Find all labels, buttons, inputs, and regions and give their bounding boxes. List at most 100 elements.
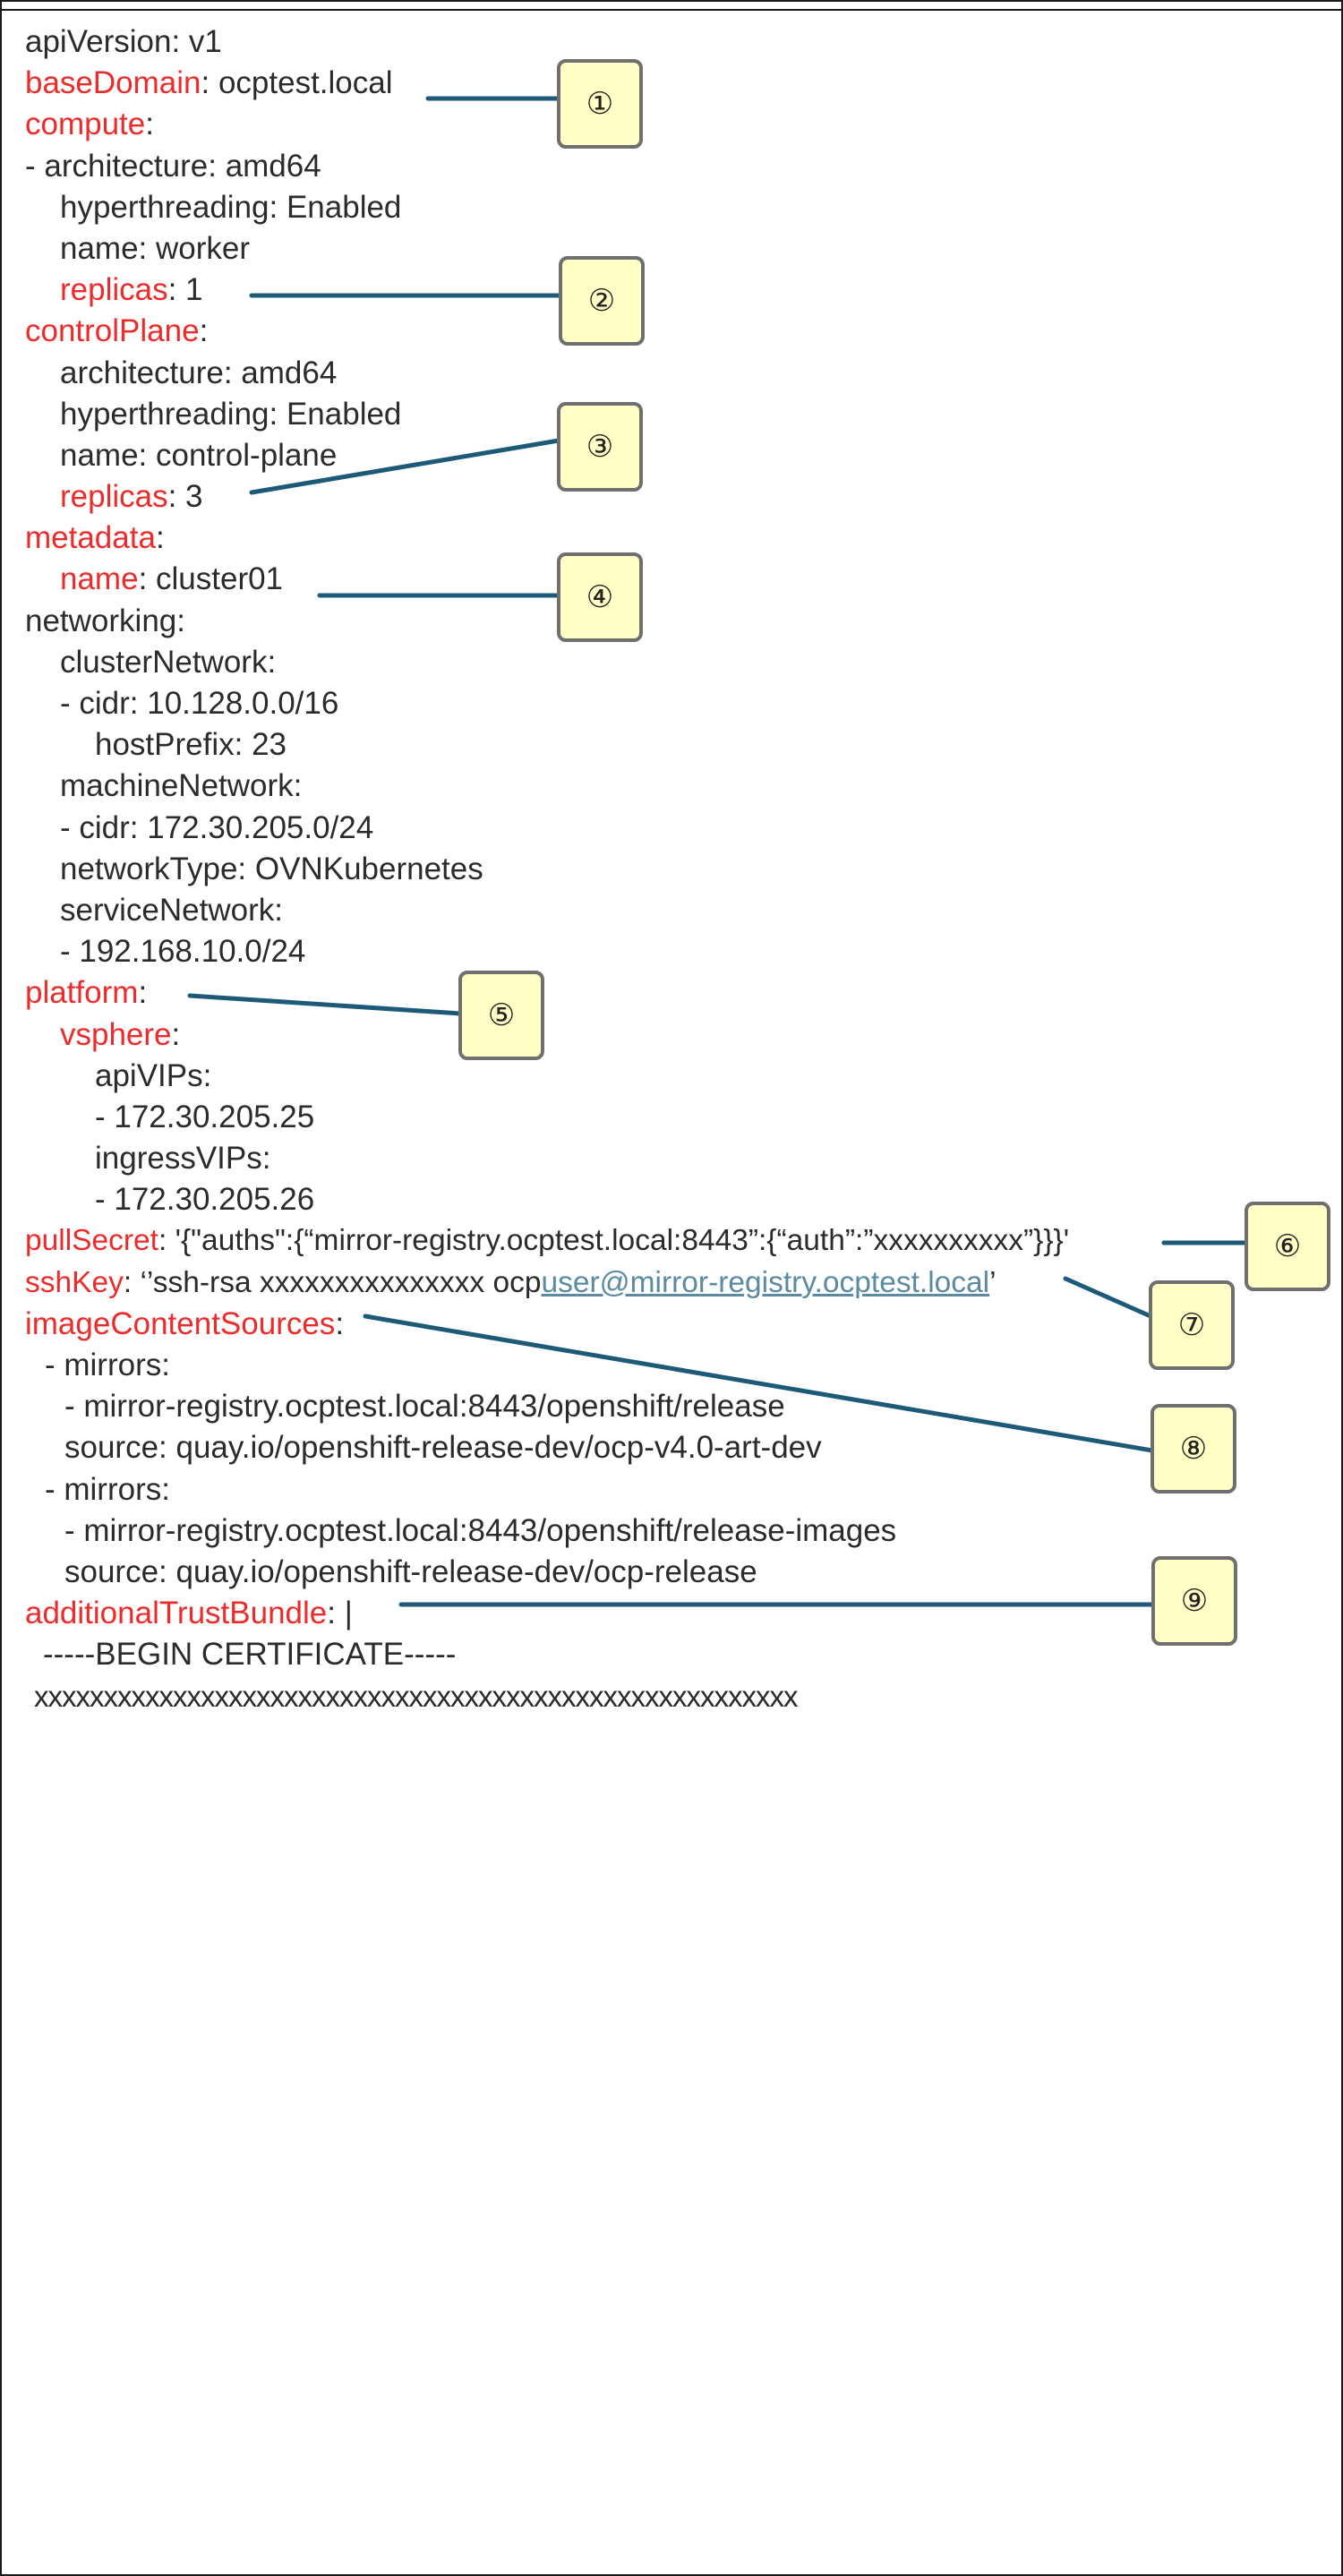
line-text: - mirror-registry.ocptest.local:8443/ope… (64, 1512, 897, 1548)
line-text: hyperthreading: Enabled (60, 396, 402, 432)
line-text: serviceNetwork: (60, 892, 283, 928)
yaml-line-networking: networking: (25, 601, 1069, 642)
line-text: architecture: amd64 (60, 355, 338, 390)
yaml-line-compute-hyperthreading: hyperthreading: Enabled (25, 187, 1069, 228)
line-text: source: quay.io/openshift-release-dev/oc… (64, 1430, 822, 1466)
yaml-line-mirror-1: - mirror-registry.ocptest.local:8443/ope… (25, 1386, 1069, 1427)
yaml-key-sshkey: sshKey (25, 1265, 124, 1299)
line-text: networkType: OVNKubernetes (60, 851, 483, 886)
callout-7: ⑦ (1149, 1280, 1235, 1370)
yaml-line-clusternetwork-cidr: - cidr: 10.128.0.0/16 (25, 683, 1069, 724)
yaml-line-pullsecret: pullSecret: '{"auths":{“mirror-registry.… (25, 1220, 1069, 1262)
callout-1: ① (557, 59, 643, 149)
callout-5: ⑤ (458, 971, 544, 1060)
line-text: - cidr: 10.128.0.0/16 (60, 686, 339, 721)
yaml-line-sshkey: sshKey: ‘’ssh-rsa xxxxxxxxxxxxxxx ocpuse… (25, 1262, 1069, 1304)
line-text: machineNetwork: (60, 768, 303, 804)
yaml-line-begin-certificate: -----BEGIN CERTIFICATE----- (25, 1634, 1069, 1675)
yaml-key-controlplane: controlPlane (25, 313, 200, 349)
email-link[interactable]: user@mirror-registry.ocptest.local (541, 1265, 990, 1299)
line-text: hyperthreading: Enabled (60, 189, 402, 225)
yaml-line-additionaltrustbundle: additionalTrustBundle: | (25, 1593, 1069, 1634)
yaml-key-compute: compute (25, 107, 146, 142)
yaml-key-additionaltrustbundle: additionalTrustBundle (25, 1596, 328, 1631)
line-text: - mirror-registry.ocptest.local:8443/ope… (64, 1389, 785, 1425)
leader-line-3 (249, 438, 561, 495)
yaml-line-metadata-name: name: cluster01 (25, 559, 1069, 600)
yaml-line-cp-architecture: architecture: amd64 (25, 353, 1069, 394)
callout-3: ③ (557, 402, 643, 492)
yaml-line-platform: platform: (25, 972, 1069, 1014)
line-text: : (199, 313, 209, 349)
line-text: : cluster01 (138, 561, 284, 597)
line-text: networking: (25, 603, 185, 638)
yaml-line-cp-name: name: control-plane (25, 435, 1069, 476)
yaml-line-mirrors-1: - mirrors: (25, 1345, 1069, 1386)
yaml-line-machinenetwork: machineNetwork: (25, 766, 1069, 807)
yaml-key-vsphere: vsphere (60, 1016, 172, 1052)
yaml-key-basedomain: baseDomain (25, 65, 201, 101)
line-text: - mirrors: (45, 1348, 170, 1382)
yaml-line-compute: compute: (25, 104, 1069, 145)
line-text: - mirrors: (45, 1471, 170, 1507)
yaml-line-hostprefix: hostPrefix: 23 (25, 724, 1069, 766)
yaml-line-cp-hyperthreading: hyperthreading: Enabled (25, 394, 1069, 435)
line-text: : (145, 107, 154, 142)
line-text: : ‘’ssh-rsa xxxxxxxxxxxxxxx ocp (123, 1265, 542, 1299)
line-text: apiVIPs: (95, 1057, 212, 1093)
yaml-line-cp-replicas: replicas: 3 (25, 476, 1069, 518)
yaml-line-imagecontentsources: imageContentSources: (25, 1304, 1069, 1345)
yaml-line-metadata: metadata: (25, 518, 1069, 559)
leader-line-5 (187, 993, 463, 1016)
line-text: - architecture: amd64 (25, 148, 321, 184)
yaml-key-name: name (60, 561, 139, 597)
line-text: : (335, 1305, 345, 1341)
line-text: hostPrefix: 23 (95, 727, 287, 763)
line-text: source: quay.io/openshift-release-dev/oc… (64, 1553, 757, 1589)
line-text: : (138, 975, 148, 1011)
line-text: name: worker (60, 230, 251, 266)
line-text: - 172.30.205.25 (95, 1099, 315, 1134)
yaml-key-replicas: replicas (60, 272, 168, 308)
yaml-line-clusternetwork: clusterNetwork: (25, 642, 1069, 683)
yaml-line-servicenetwork-value: - 192.168.10.0/24 (25, 931, 1069, 972)
yaml-key-replicas: replicas (60, 479, 168, 515)
yaml-line-controlplane: controlPlane: (25, 311, 1069, 352)
callout-2: ② (559, 256, 645, 346)
yaml-line-source-1: source: quay.io/openshift-release-dev/oc… (25, 1427, 1069, 1468)
yaml-line-basedomain: baseDomain: ocptest.local (25, 63, 1069, 104)
callout-9: ⑨ (1151, 1556, 1237, 1646)
yaml-line-apiversion: apiVersion: v1 (25, 21, 1069, 63)
line-text: ’ (989, 1265, 997, 1299)
line-text: apiVersion: v1 (25, 24, 222, 59)
yaml-line-ingressvips: ingressVIPs: (25, 1138, 1069, 1179)
line-text: - 172.30.205.26 (95, 1182, 315, 1218)
line-text: - 192.168.10.0/24 (60, 934, 306, 970)
line-text: ingressVIPs: (95, 1141, 271, 1177)
yaml-line-apivips: apiVIPs: (25, 1056, 1069, 1097)
yaml-line-apivips-value: - 172.30.205.25 (25, 1097, 1069, 1138)
yaml-key-imagecontentsources: imageContentSources (25, 1305, 336, 1341)
line-text: : '{"auths":{“mirror-registry.ocptest.lo… (158, 1224, 1070, 1258)
yaml-key-pullsecret: pullSecret (25, 1224, 158, 1258)
yaml-line-ingressvips-value: - 172.30.205.26 (25, 1179, 1069, 1220)
line-text: name: control-plane (60, 437, 338, 473)
yaml-line-compute-architecture: - architecture: amd64 (25, 146, 1069, 187)
line-text: xxxxxxxxxxxxxxxxxxxxxxxxxxxxxxxxxxxxxxxx… (34, 1679, 798, 1713)
line-text: : | (327, 1596, 353, 1631)
yaml-line-compute-name: name: worker (25, 228, 1069, 270)
line-text: : 1 (167, 272, 203, 308)
line-text: -----BEGIN CERTIFICATE----- (43, 1637, 457, 1673)
callout-8: ⑧ (1151, 1404, 1236, 1493)
yaml-line-machinenetwork-cidr: - cidr: 172.30.205.0/24 (25, 808, 1069, 849)
callout-6: ⑥ (1245, 1202, 1330, 1291)
yaml-line-vsphere: vsphere: (25, 1014, 1069, 1056)
line-text: - cidr: 172.30.205.0/24 (60, 809, 374, 845)
line-text: : (171, 1016, 181, 1052)
top-rule (2, 9, 1341, 11)
yaml-key-platform: platform (25, 975, 139, 1011)
yaml-line-mirrors-2: - mirrors: (25, 1469, 1069, 1511)
yaml-line-certificate-body: xxxxxxxxxxxxxxxxxxxxxxxxxxxxxxxxxxxxxxxx… (25, 1676, 1069, 1717)
yaml-line-networktype: networkType: OVNKubernetes (25, 849, 1069, 890)
